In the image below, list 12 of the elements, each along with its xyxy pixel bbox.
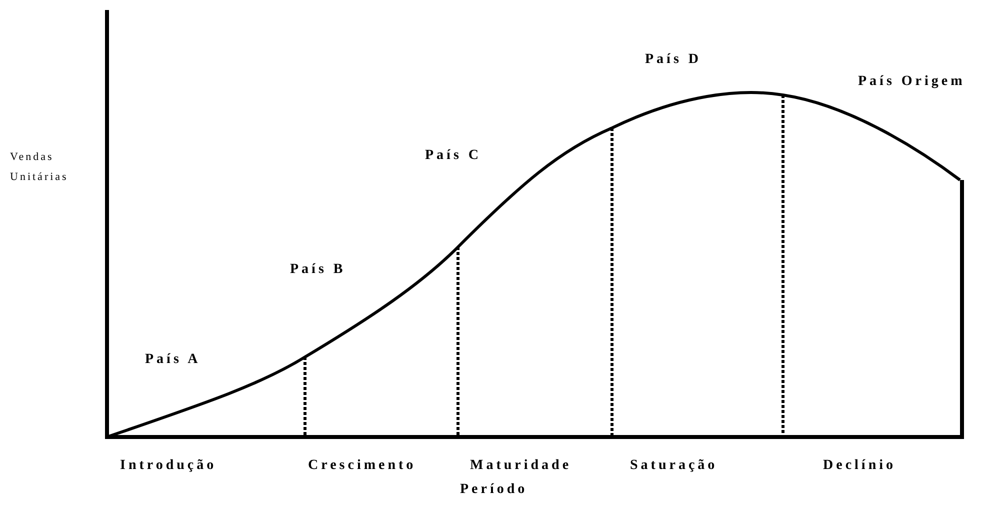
country-label: País A	[145, 352, 201, 368]
axis-title: Vendas Unitárias	[10, 150, 68, 185]
axis-title: Período	[460, 482, 528, 498]
stage-label: Declínio	[823, 458, 896, 474]
country-label: País Origem	[858, 74, 966, 90]
stage-label: Saturação	[630, 458, 718, 474]
stage-label: Maturidade	[470, 458, 572, 474]
country-label: País C	[425, 148, 482, 164]
stage-label: Crescimento	[308, 458, 416, 474]
country-label: País D	[645, 52, 702, 68]
stage-label: Introdução	[120, 458, 217, 474]
country-label: País B	[290, 262, 346, 278]
